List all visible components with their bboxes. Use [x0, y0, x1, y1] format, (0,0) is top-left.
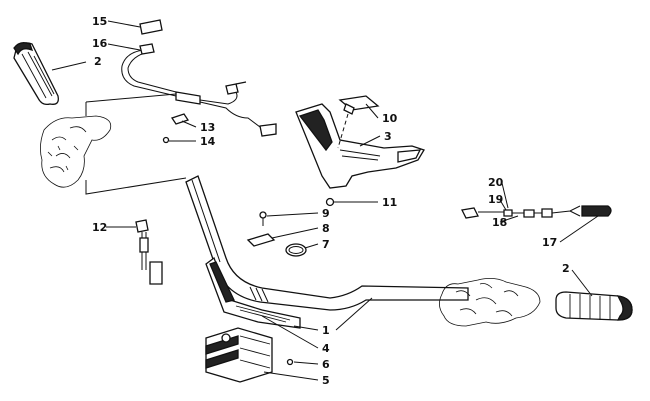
callout-12: 12 — [92, 221, 107, 234]
callout-17: 17 — [542, 236, 557, 249]
callouts: 2 15 16 13 14 10 3 11 9 8 7 12 1 4 6 5 2… — [92, 15, 570, 387]
callout-7: 7 — [322, 238, 330, 251]
callout-18: 18 — [492, 216, 507, 229]
clamp-ring — [285, 243, 307, 257]
lower-clamp — [205, 327, 273, 383]
callout-2-left: 2 — [94, 55, 102, 68]
grip-element-12 — [135, 219, 163, 285]
screw-9 — [259, 211, 267, 226]
right-grip — [555, 291, 633, 321]
connector-13 — [170, 113, 190, 125]
bolt-small — [286, 358, 294, 366]
plate — [246, 233, 276, 247]
switch-15 — [139, 19, 163, 35]
callout-14: 14 — [200, 135, 216, 148]
callout-16: 16 — [92, 37, 108, 50]
fastener-14 — [162, 136, 170, 144]
callout-8: 8 — [322, 222, 330, 235]
callout-20: 20 — [488, 176, 504, 189]
callout-2-right: 2 — [562, 262, 570, 275]
callout-4: 4 — [322, 342, 330, 355]
right-control-housing — [439, 278, 541, 327]
throttle-housing — [40, 115, 112, 188]
callout-1: 1 — [322, 324, 330, 337]
left-grip — [13, 42, 59, 106]
callout-6: 6 — [322, 358, 330, 371]
callout-5: 5 — [322, 374, 330, 387]
callout-10: 10 — [382, 112, 398, 125]
leader-lines — [51, 20, 599, 381]
wiring-harness — [175, 81, 277, 137]
callout-3: 3 — [384, 130, 392, 143]
callout-19: 19 — [488, 193, 503, 206]
right-harness — [461, 205, 612, 219]
callout-11: 11 — [382, 196, 397, 209]
callout-13: 13 — [200, 121, 215, 134]
warmer-wire — [121, 43, 177, 97]
callout-9: 9 — [322, 207, 330, 220]
callout-15: 15 — [92, 15, 107, 28]
nut-11 — [325, 197, 335, 207]
